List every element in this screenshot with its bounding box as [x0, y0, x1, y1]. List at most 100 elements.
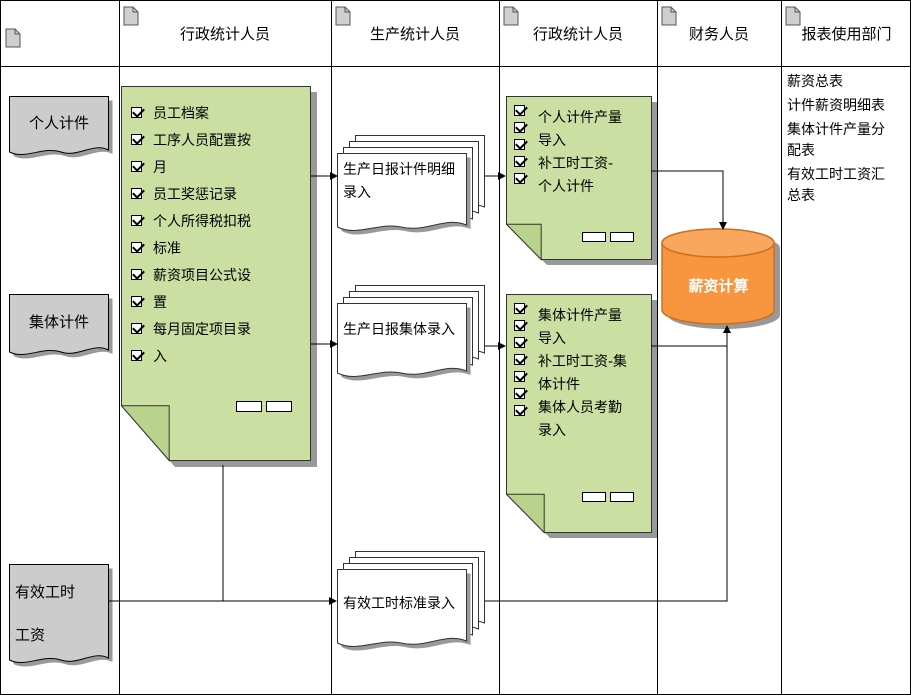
database-label: 薪资计算	[688, 277, 749, 295]
note-text-line: 集体人员考勤	[538, 400, 622, 416]
note-text-line: 导入	[538, 133, 566, 149]
checkbox-column	[514, 303, 525, 422]
mini-box	[582, 492, 606, 502]
checkbox-icon	[514, 388, 525, 399]
note-text-line: 个人计件	[538, 179, 594, 195]
mini-box	[236, 401, 262, 412]
row-label-personal-piecework: 个人计件	[9, 96, 115, 166]
checkbox-icon	[514, 139, 525, 150]
note-text-line: 集体计件产量	[538, 308, 622, 324]
note-text-line: 补工时工资-	[538, 156, 614, 172]
checklist-item-text: 入	[153, 348, 167, 365]
report-name: 有效工时工资汇	[787, 167, 885, 183]
checklist-item-text: 薪资项目公式设	[153, 267, 251, 284]
checkbox-icon	[131, 269, 142, 280]
document-shape	[9, 564, 113, 667]
lane-divider	[119, 1, 120, 694]
checklist-item-text: 工序人员配置按	[153, 132, 251, 149]
doc-title-line: 有效工时标准录入	[343, 596, 455, 612]
page-icon	[123, 6, 139, 26]
lane-header-report-users: 报表使用部门	[781, 1, 910, 66]
doc-effective-hours-entry: 有效工时标准录入	[337, 551, 491, 661]
lane-divider	[499, 1, 500, 694]
report-name: 配表	[787, 143, 815, 159]
mini-box	[610, 492, 634, 502]
checkbox-column	[514, 105, 525, 190]
checklist-row: 个人所得税扣税	[131, 207, 251, 234]
multi-document-shape	[337, 135, 485, 235]
checklist: 员工档案 工序人员配置按 月 员工奖惩记录 个人所得税扣税 标准 薪资项目公式设…	[131, 99, 251, 369]
cylinder-shape	[661, 228, 780, 329]
checklist-item-text: 置	[153, 294, 167, 311]
checklist-row: 工序人员配置按	[131, 126, 251, 153]
lane-header-label: 财务人员	[688, 25, 749, 43]
row-label-text: 有效工时	[15, 583, 76, 601]
lane-header-admin-stats-1: 行政统计人员	[119, 1, 331, 66]
checklist-item-text: 每月固定项目录	[153, 321, 251, 338]
report-item: 有效工时工资汇 总表	[787, 165, 909, 207]
database-cylinder: 薪资计算	[661, 227, 785, 331]
doc-title-line: 录入	[343, 185, 371, 201]
multi-document-shape	[337, 285, 485, 381]
lane-divider	[331, 1, 332, 694]
note-text-line: 补工时工资-集	[538, 354, 628, 370]
row-label-effective-hours-wage: 有效工时 工资	[9, 564, 115, 674]
report-item: 集体计件产量分 配表	[787, 120, 909, 162]
lane-header-label: 行政统计人员	[532, 25, 623, 43]
personal-import-note: 个人计件产量 导入 补工时工资- 个人计件	[505, 96, 658, 266]
checkbox-icon	[131, 107, 142, 118]
checkbox-icon	[131, 242, 142, 253]
note-text-line: 体计件	[538, 377, 580, 393]
lane-header-label: 报表使用部门	[801, 25, 892, 43]
checkbox-icon	[514, 320, 525, 331]
lane-header-finance: 财务人员	[657, 1, 781, 66]
checklist-row: 员工奖惩记录	[131, 180, 251, 207]
page-icon	[785, 6, 801, 26]
checkbox-icon	[131, 350, 142, 361]
mini-box	[610, 232, 634, 242]
connector-line	[651, 170, 724, 222]
page-icon	[503, 6, 519, 26]
lane-divider	[781, 1, 782, 694]
note-shape	[505, 96, 657, 265]
collective-import-note: 集体计件产量 导入 补工时工资-集 体计件 集体人员考勤 录入	[505, 294, 658, 539]
row-label-text: 工资	[15, 626, 46, 644]
doc-piecework-detail-entry: 生产日报计件明细 录入	[337, 135, 491, 245]
checkbox-icon	[131, 296, 142, 307]
master-data-note: 员工档案 工序人员配置按 月 员工奖惩记录 个人所得税扣税 标准 薪资项目公式设…	[120, 86, 318, 468]
note-text: 集体计件产量 导入 补工时工资-集 体计件 集体人员考勤 录入	[538, 305, 627, 443]
checkbox-icon	[514, 156, 525, 167]
checklist-row: 入	[131, 342, 251, 369]
row-label-text: 集体计件	[28, 312, 89, 331]
checkbox-icon	[514, 303, 525, 314]
report-list: 薪资总表 计件薪资明细表 集体计件产量分 配表 有效工时工资汇 总表	[787, 72, 909, 210]
header-divider	[1, 66, 910, 67]
checkbox-icon	[514, 122, 525, 133]
doc-title: 有效工时标准录入	[343, 593, 455, 616]
page-icon	[335, 6, 351, 26]
doc-title-line: 生产日报计件明细	[343, 162, 455, 178]
report-item: 计件薪资明细表	[787, 96, 909, 117]
report-name: 集体计件产量分	[787, 122, 885, 138]
lane-header-rows	[1, 1, 119, 66]
checkbox-icon	[514, 173, 525, 184]
checkbox-icon	[131, 215, 142, 226]
checkbox-icon	[131, 134, 142, 145]
lane-header-production-stats: 生产统计人员	[331, 1, 499, 66]
checklist-row: 薪资项目公式设	[131, 261, 251, 288]
row-label-text: 个人计件	[28, 113, 89, 132]
checkbox-icon	[131, 323, 142, 334]
checkbox-icon	[514, 337, 525, 348]
note-text-line: 录入	[538, 423, 566, 439]
checklist-item-text: 月	[153, 159, 167, 176]
note-text-line: 导入	[538, 331, 566, 347]
report-name: 总表	[787, 188, 815, 204]
note-text: 个人计件产量 导入 补工时工资- 个人计件	[538, 107, 622, 199]
lane-header-admin-stats-2: 行政统计人员	[499, 1, 657, 66]
checkbox-icon	[514, 405, 525, 416]
checklist-row: 每月固定项目录	[131, 315, 251, 342]
doc-title: 生产日报计件明细 录入	[343, 159, 455, 205]
doc-title-line: 生产日报集体录入	[343, 322, 455, 338]
mini-box	[582, 232, 606, 242]
note-shape	[120, 86, 317, 467]
